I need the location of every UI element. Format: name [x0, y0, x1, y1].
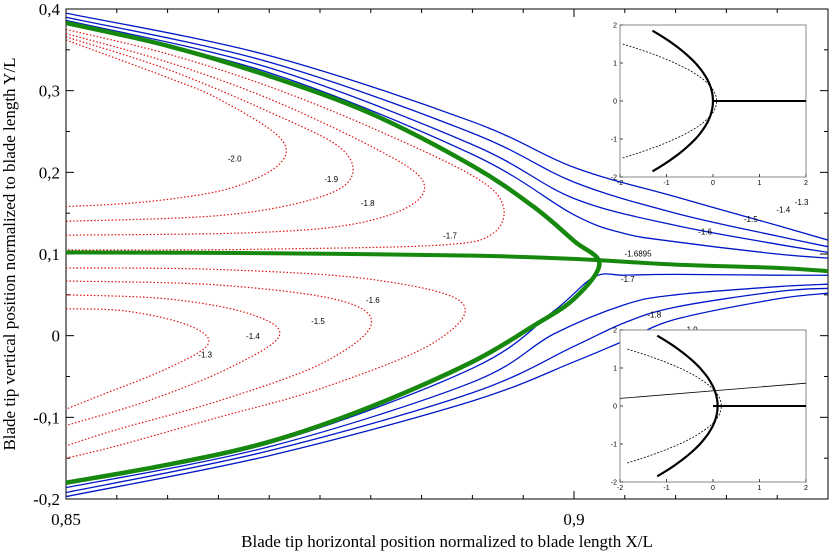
inset-y-tick-label: -1	[611, 137, 617, 144]
inset-y-tick-label: 0	[613, 99, 617, 106]
inset-y-tick-label: 1	[613, 366, 617, 373]
contour-level-label: -1.6	[366, 296, 380, 305]
blue-contour-line	[66, 283, 828, 489]
inset-x-tick-label: -1	[663, 485, 669, 492]
contour-level-label: -1.3	[198, 351, 212, 360]
blue-contour-line	[66, 19, 828, 254]
contour-level-label: -1.7	[443, 231, 457, 240]
inset-x-tick-label: 1	[758, 485, 762, 492]
contour-level-label: -1.7	[621, 275, 635, 284]
green-axis-line	[66, 250, 828, 274]
contour-level-label: -1.4	[246, 332, 260, 341]
blue-contour-line	[66, 16, 828, 248]
inset-x-tick-label: 2	[804, 180, 808, 187]
inset-x-tick-label: -1	[663, 180, 669, 187]
inset-y-tick-label: 2	[613, 23, 617, 30]
inset-y-tick-label: 0	[613, 404, 617, 411]
red-dotted-contour-line	[66, 39, 287, 208]
red-dotted-contour-line	[66, 294, 281, 427]
inset-plot: -2 -1 0 1 2 2 1 0 -1 -2	[611, 328, 808, 493]
red-dotted-contour-line	[66, 32, 426, 236]
contour-level-label: -2.0	[228, 155, 242, 164]
y-tick-label: 0,4	[39, 0, 61, 19]
y-tick-label: -0,1	[33, 408, 60, 427]
inset-x-tick-label: 2	[804, 485, 808, 492]
contour-level-label: -1.5	[311, 317, 325, 326]
y-tick-label: 0,1	[39, 245, 60, 264]
inset-y-tick-label: -1	[611, 442, 617, 449]
x-tick-label: 0,85	[51, 510, 81, 529]
series-group	[66, 12, 828, 498]
x-axis-ticks: 0,85 0,9	[51, 9, 778, 529]
inset-x-tick-label: 1	[758, 180, 762, 187]
x-axis-label: Blade tip horizontal position normalized…	[241, 532, 653, 551]
inset-plot: -2 -1 0 1 2 2 1 0 -1 -2	[611, 23, 808, 188]
red-dotted-contour-line	[66, 267, 466, 459]
inset-y-tick-label: 1	[613, 61, 617, 68]
y-axis-label: Blade tip vertical position normalized t…	[0, 57, 19, 450]
blue-contour-line	[66, 287, 828, 494]
contour-level-label: -1.6	[698, 227, 712, 236]
blue-contour-line	[66, 292, 828, 498]
inset-tilted-line	[619, 382, 807, 399]
inset-x-tick-label: -2	[617, 180, 623, 187]
blue-contour-line	[66, 12, 828, 241]
inset-x-tick-label: 0	[711, 180, 715, 187]
contour-level-label: -1.6895	[624, 249, 652, 258]
contour-level-label: -1.8	[361, 199, 375, 208]
x-tick-label: 0,9	[563, 510, 584, 529]
inset-y-tick-label: -2	[611, 480, 617, 487]
contour-level-label: -1.9	[324, 175, 338, 184]
y-tick-label: 0	[52, 327, 61, 346]
contour-level-label: -1.8	[647, 311, 661, 320]
inset-x-tick-label: 0	[711, 485, 715, 492]
contour-level-label: -1.5	[744, 215, 758, 224]
red-dotted-contour-line	[66, 28, 505, 251]
inset-y-tick-label: -2	[611, 175, 617, 182]
y-axis-ticks: 0,4 0,3 0,2 0,1 0 -0,1 -0,2	[33, 0, 828, 509]
blue-contour-line	[66, 22, 828, 259]
y-tick-label: 0,2	[39, 163, 60, 182]
inset-x-tick-label: -2	[617, 485, 623, 492]
contour-level-label: -1.3	[795, 198, 809, 207]
y-tick-label: -0,2	[33, 490, 60, 509]
y-tick-label: 0,3	[39, 82, 60, 101]
green-separatrix-line	[66, 20, 602, 485]
contour-level-label: -1.4	[776, 205, 790, 214]
inset-y-tick-label: 2	[613, 328, 617, 335]
